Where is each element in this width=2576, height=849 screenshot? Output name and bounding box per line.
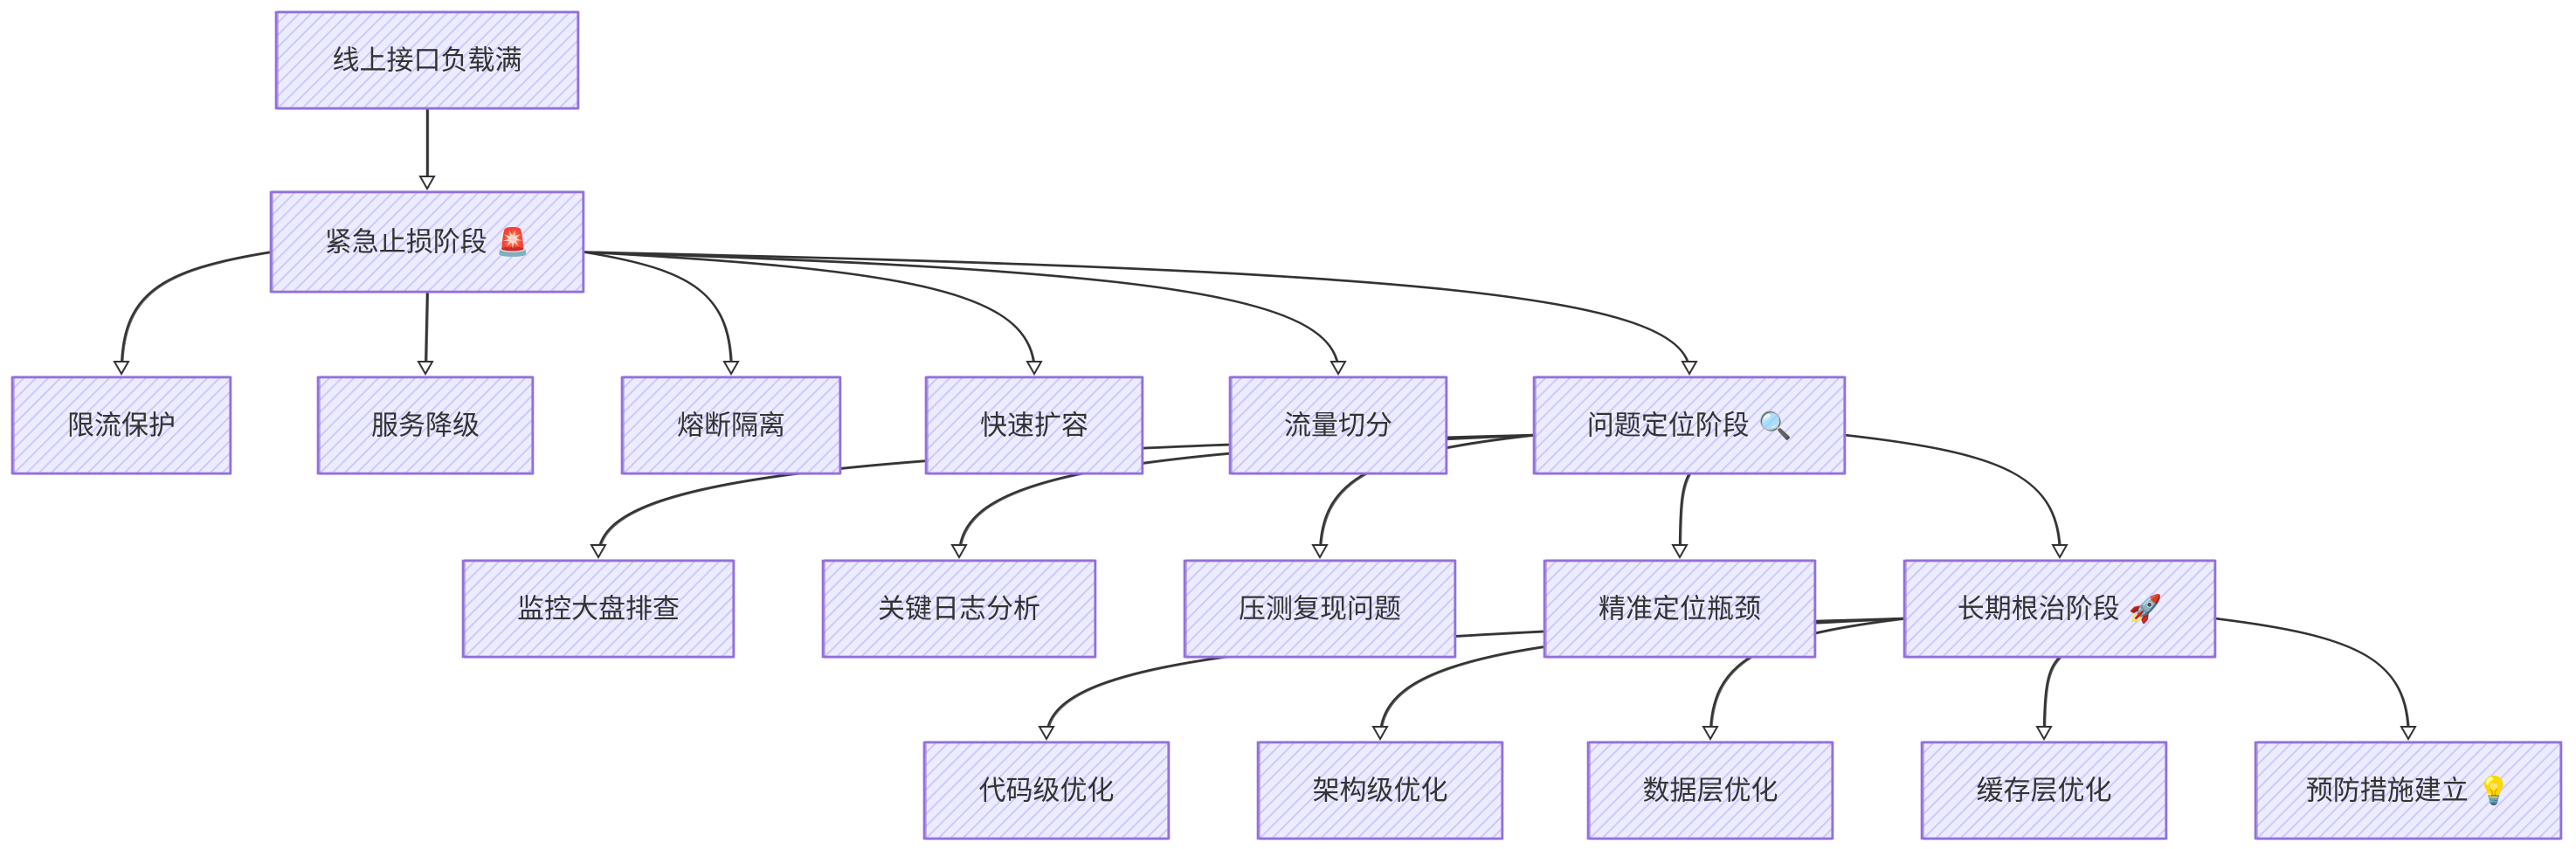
- node-locate: 问题定位阶段 🔍: [1532, 376, 1847, 475]
- node-label: 限流保护: [67, 411, 176, 442]
- node-label: 数据层优化: [1643, 776, 1778, 807]
- node-label: 流量切分: [1284, 411, 1392, 442]
- arrowhead: [1702, 726, 1719, 742]
- arrowhead: [418, 176, 436, 191]
- edge-longterm-to-cache: [2035, 656, 2061, 742]
- node-label: 监控大盘排查: [517, 594, 680, 625]
- arrowhead: [950, 544, 968, 560]
- edge-stoploss-to-ratelimit: [113, 251, 273, 376]
- node-label: 代码级优化: [979, 776, 1115, 807]
- arrowhead: [1681, 361, 1698, 376]
- node-stoploss: 紧急止损阶段 🚨: [269, 190, 585, 293]
- node-arch: 架构级优化: [1256, 741, 1504, 840]
- arrowhead: [1038, 726, 1055, 742]
- arrowhead: [1671, 544, 1689, 560]
- node-monitor: 监控大盘排查: [461, 559, 736, 659]
- node-pinpoint: 精准定位瓶颈: [1543, 559, 1817, 659]
- node-stress: 压测复现问题: [1183, 559, 1457, 659]
- node-label: 压测复现问题: [1239, 594, 1401, 625]
- node-degrade: 服务降级: [316, 376, 535, 475]
- arrowhead: [113, 361, 130, 376]
- node-prevent: 预防措施建立 💡: [2254, 741, 2563, 840]
- node-label: 熔断隔离: [677, 411, 785, 442]
- node-ratelimit: 限流保护: [10, 376, 232, 475]
- arrowhead: [1329, 361, 1347, 376]
- edge-locate-to-longterm: [1844, 433, 2068, 560]
- arrowhead: [722, 361, 740, 376]
- arrowhead: [1026, 361, 1043, 376]
- edge-overload-to-stoploss: [418, 108, 436, 191]
- edge-stoploss-to-scaleout: [583, 251, 1043, 376]
- node-breaker: 熔断隔离: [620, 376, 842, 475]
- node-label: 线上接口负载满: [333, 45, 522, 77]
- node-logs: 关键日志分析: [821, 559, 1097, 659]
- node-label: 长期根治阶段 🚀: [1958, 593, 2162, 625]
- edges-layer: [113, 108, 2417, 742]
- edge-longterm-to-prevent: [2214, 617, 2417, 742]
- node-label: 关键日志分析: [878, 594, 1040, 625]
- node-traffic: 流量切分: [1228, 376, 1448, 475]
- arrowhead: [2051, 544, 2068, 560]
- edge-locate-to-pinpoint: [1671, 473, 1692, 560]
- node-label: 问题定位阶段 🔍: [1587, 408, 1792, 442]
- node-data: 数据层优化: [1586, 741, 1834, 840]
- edge-stoploss-to-traffic: [583, 251, 1347, 376]
- node-label: 精准定位瓶颈: [1599, 594, 1761, 625]
- node-label: 快速扩容: [980, 411, 1088, 442]
- arrowhead: [1311, 544, 1329, 560]
- node-label: 紧急止损阶段 🚨: [325, 226, 529, 259]
- edge-stoploss-to-breaker: [583, 251, 740, 376]
- edge-stoploss-to-degrade: [417, 291, 434, 376]
- node-label: 服务降级: [371, 411, 480, 442]
- node-overload: 线上接口负载满: [274, 10, 580, 110]
- arrowhead: [1371, 726, 1389, 742]
- arrowhead: [2035, 726, 2053, 742]
- node-label: 预防措施建立 💡: [2306, 775, 2510, 807]
- node-label: 架构级优化: [1313, 776, 1448, 807]
- node-code: 代码级优化: [922, 741, 1171, 840]
- edge-stoploss-to-locate: [583, 251, 1698, 376]
- arrowhead: [590, 544, 607, 560]
- arrowhead: [417, 361, 434, 376]
- node-cache: 缓存层优化: [1920, 741, 2168, 840]
- node-longterm: 长期根治阶段 🚀: [1903, 559, 2217, 659]
- arrowhead: [2400, 726, 2417, 742]
- node-scaleout: 快速扩容: [924, 376, 1144, 475]
- node-label: 缓存层优化: [1977, 776, 2112, 807]
